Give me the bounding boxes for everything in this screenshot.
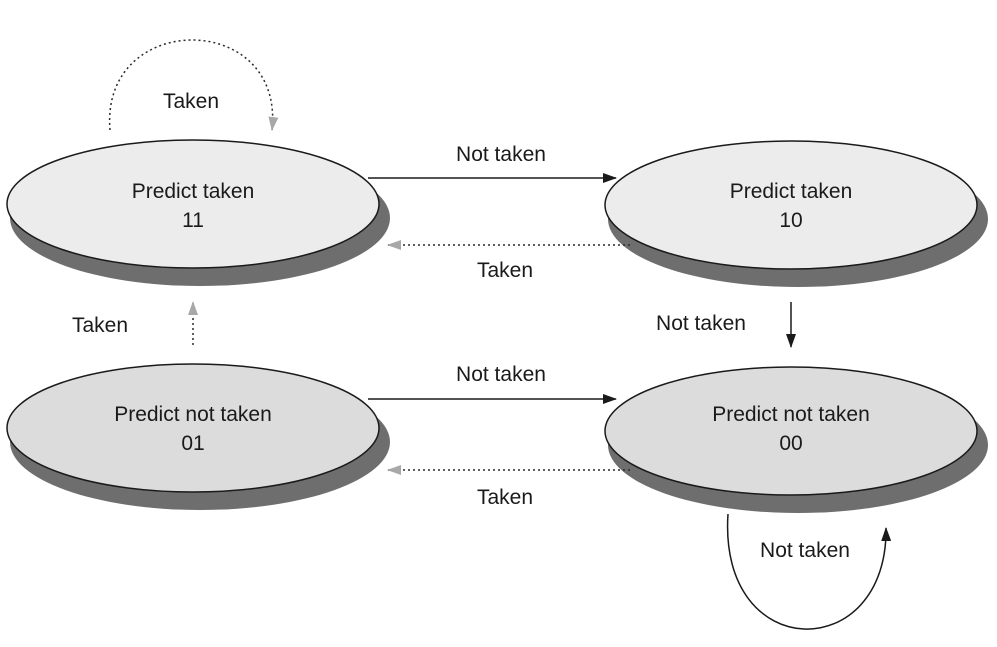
state-name: Predict taken: [132, 180, 255, 203]
label-s11-to-s10: Not taken: [456, 143, 546, 166]
state-ellipse: [604, 366, 978, 496]
state-name: Predict taken: [730, 180, 853, 203]
state-name: Predict not taken: [114, 403, 272, 426]
label-s10-to-s11: Taken: [477, 259, 533, 282]
state-predict-not-taken-01: Predict not taken 01: [6, 363, 390, 510]
label-s01-to-s00: Not taken: [456, 363, 546, 386]
label-s10-to-s00: Not taken: [656, 312, 746, 335]
state-ellipse: [6, 363, 380, 493]
state-predict-not-taken-00: Predict not taken 00: [604, 366, 988, 513]
state-predict-taken-10: Predict taken 10: [604, 140, 988, 287]
state-code: 00: [779, 432, 802, 455]
state-predict-taken-11: Predict taken 11: [6, 139, 390, 286]
state-code: 01: [181, 432, 204, 455]
arrow-s11-self-taken: [109, 39, 279, 131]
state-code: 10: [779, 209, 802, 232]
state-ellipse: [6, 139, 380, 269]
label-s11-self: Taken: [163, 90, 219, 113]
arrow-s00-self-not-taken: [726, 513, 892, 630]
state-ellipse: [604, 140, 978, 270]
label-s00-self: Not taken: [760, 539, 850, 562]
label-s00-to-s01: Taken: [477, 486, 533, 509]
state-name: Predict not taken: [712, 403, 870, 426]
state-code: 11: [182, 209, 204, 232]
label-s01-to-s11: Taken: [72, 314, 128, 337]
